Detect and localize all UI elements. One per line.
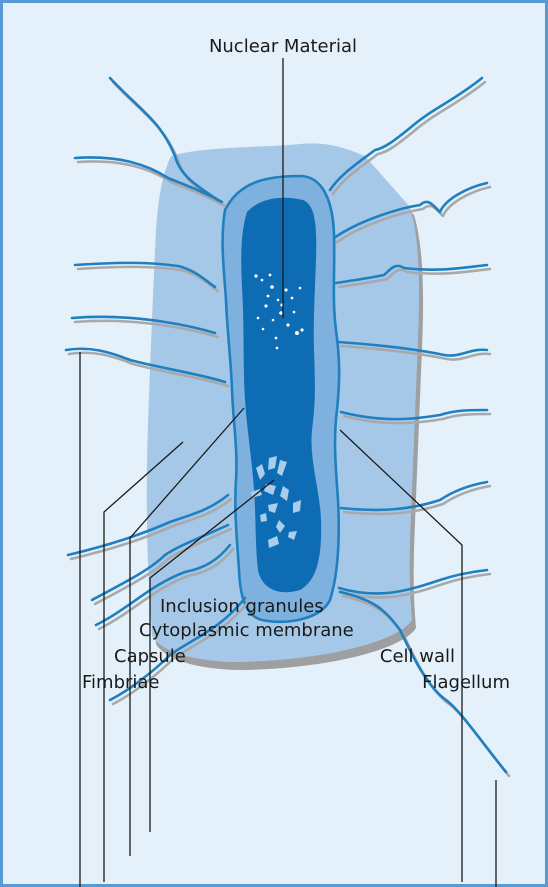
label-cell-wall: Cell wall xyxy=(380,646,455,667)
label-nuclear-material: Nuclear Material xyxy=(209,36,357,57)
label-cytoplasmic-membrane: Cytoplasmic membrane xyxy=(139,620,354,641)
label-inclusion-granules: Inclusion granules xyxy=(160,596,324,617)
label-fimbriae: Fimbriae xyxy=(82,672,160,693)
label-flagellum: Flagellum xyxy=(422,672,510,693)
label-capsule: Capsule xyxy=(114,646,186,667)
